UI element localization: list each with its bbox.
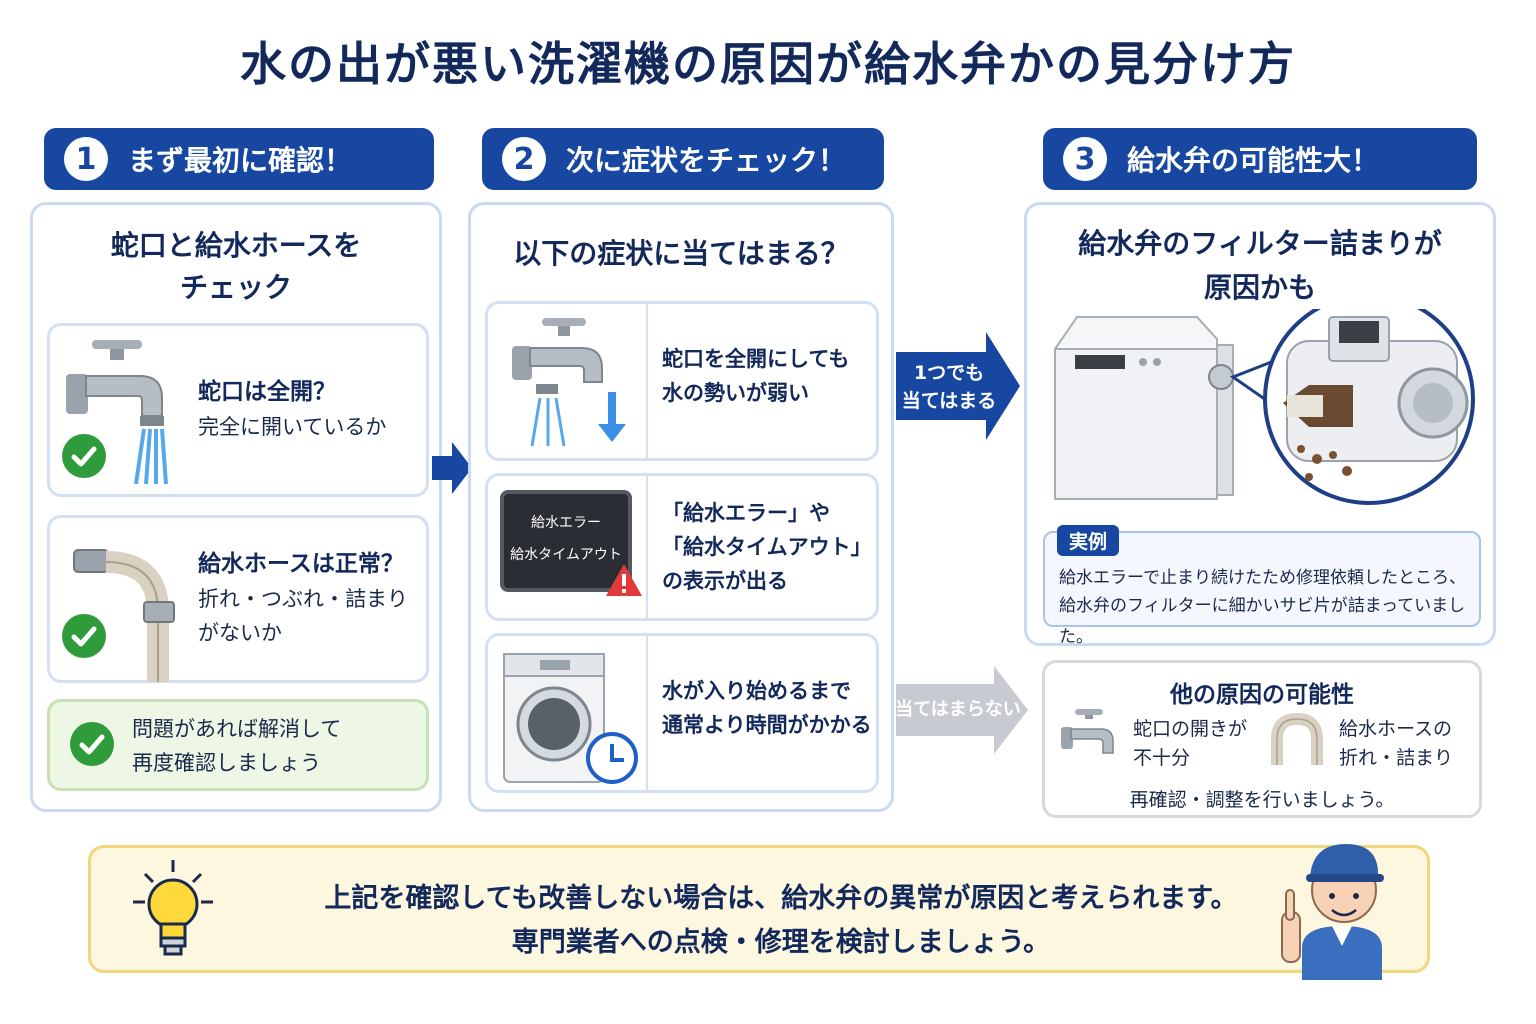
arrow-not-applies-icon xyxy=(896,666,1028,754)
check-icon xyxy=(62,614,106,658)
step-label-3: 給水弁の可能性大！ xyxy=(1127,144,1380,177)
symptom-weak-flow-line2: 水の勢いが弱い xyxy=(662,381,809,405)
faucet-icon xyxy=(1061,709,1114,754)
arrow-not-applies-label: 当てはまらない xyxy=(895,699,1021,720)
error-display-line2: 給水タイムアウト xyxy=(510,547,622,563)
symptom-weak-flow-card: 蛇口を全開にしても 水の勢いが弱い xyxy=(485,301,879,461)
bottom-advice-line2: 専門業者への点検・修理を検討しましょう。 xyxy=(511,927,1051,958)
error-display-line1: 給水エラー xyxy=(531,515,601,531)
example-box: 実例 給水エラーで止まり続けたため修理依頼したところ、 給水弁のフィルターに細か… xyxy=(1043,525,1481,647)
check-icon xyxy=(70,722,114,766)
other-cause-hose-line1: 給水ホースの xyxy=(1339,718,1453,740)
hose-icon xyxy=(73,549,175,682)
faucet-open-title: 蛇口は全開？ xyxy=(198,379,336,405)
warning-icon xyxy=(606,564,642,596)
example-line1: 給水エラーで止まり続けたため修理依頼したところ、 xyxy=(1059,568,1466,588)
other-causes-box: 他の原因の可能性 蛇口の開きが 不十分 給水ホースの 折れ・詰まり 再確認・調整… xyxy=(1042,660,1482,818)
arrow-applies-icon xyxy=(896,332,1020,440)
page-title: 水の出が悪い洗濯機の原因が給水弁かの見分け方 xyxy=(240,37,1296,91)
step-header-1: 1 まず最初に確認！ xyxy=(44,128,434,190)
arrow-applies-line1: 1つでも xyxy=(913,362,985,384)
symptom-error-line1: 「給水エラー」や xyxy=(662,501,830,525)
faucet-open-sub: 完全に開いているか xyxy=(198,415,387,439)
recheck-note-line1: 問題があれば解消して xyxy=(132,717,342,741)
arrow-right-icon xyxy=(432,442,472,494)
check-icon xyxy=(62,434,106,478)
hose-normal-sub-line1: 折れ・つぶれ・詰まり xyxy=(198,587,408,611)
step-label-2: 次に症状をチェック！ xyxy=(566,144,847,177)
symptom-slow-fill-line1: 水が入り始めるまで xyxy=(662,679,851,703)
symptom-weak-flow-line1: 蛇口を全開にしても xyxy=(662,347,850,371)
symptom-error-display-card: 給水エラー 給水タイムアウト 「給水エラー」や 「給水タイムアウト」 の表示が出… xyxy=(485,473,879,621)
washing-machine-clock-icon xyxy=(503,653,638,784)
column3-title-line2: 原因かも xyxy=(1203,271,1316,304)
column1-title-line2: チェック xyxy=(179,271,292,304)
other-causes-title: 他の原因の可能性 xyxy=(1170,682,1354,708)
other-causes-footer: 再確認・調整を行いましょう。 xyxy=(1129,789,1395,811)
washing-machine-valve-illustration xyxy=(1054,309,1475,505)
column3-title-line1: 給水弁のフィルター詰まりが xyxy=(1078,227,1442,260)
step-number-3: 3 xyxy=(1063,137,1107,181)
bottom-advice-box: 上記を確認しても改善しない場合は、給水弁の異常が原因と考えられます。 専門業者へ… xyxy=(88,845,1430,973)
symptom-error-line2: 「給水タイムアウト」 xyxy=(662,535,872,559)
step-label-1: まず最初に確認！ xyxy=(128,144,353,177)
column2-title: 以下の症状に当てはまる？ xyxy=(513,237,849,270)
arrow-applies-line2: 当てはまる xyxy=(901,390,997,412)
hose-normal-title: 給水ホースは正常？ xyxy=(198,551,404,577)
weak-faucet-icon xyxy=(512,318,626,447)
recheck-note: 問題があれば解消して 再度確認しましょう xyxy=(47,699,429,791)
other-cause-faucet-line2: 不十分 xyxy=(1133,747,1191,769)
example-tag: 実例 xyxy=(1057,525,1120,556)
step-header-2: 2 次に症状をチェック！ xyxy=(482,128,884,190)
step-header-3: 3 給水弁の可能性大！ xyxy=(1043,128,1477,190)
bottom-advice-line1: 上記を確認しても改善しない場合は、給水弁の異常が原因と考えられます。 xyxy=(324,883,1238,914)
recheck-note-line2: 再度確認しましょう xyxy=(132,751,321,775)
faucet-icon xyxy=(66,340,168,484)
symptom-error-line3: の表示が出る xyxy=(662,569,788,593)
column-symptom-check: 以下の症状に当てはまる？ 蛇口を全開にしても 水の勢いが弱い 給水エラー 給水タ… xyxy=(468,202,894,812)
column-valve-filter: 給水弁のフィルター詰まりが 原因かも 実例 給水エラーで止まり続けたため修理依頼… xyxy=(1024,202,1496,647)
hose-normal-sub-line2: がないか xyxy=(198,621,282,645)
symptom-slow-fill-line2: 通常より時間がかかる xyxy=(662,713,872,737)
error-display-screen: 給水エラー 給水タイムアウト xyxy=(500,490,632,592)
column1-title-line1: 蛇口と給水ホースを xyxy=(110,229,362,262)
faucet-open-card: 蛇口は全開？ 完全に開いているか xyxy=(47,323,429,497)
example-line2: 給水弁のフィルターに細かいサビ片が詰まっていました。 xyxy=(1059,596,1466,647)
symptom-slow-fill-card: 水が入り始めるまで 通常より時間がかかる xyxy=(485,633,879,793)
other-cause-faucet-line1: 蛇口の開きが xyxy=(1133,718,1248,740)
step-number-1: 1 xyxy=(64,137,108,181)
column-faucet-hose-check: 蛇口と給水ホースを チェック 蛇口は全開？ 完全に開いているか 給水ホースは正常… xyxy=(30,202,442,812)
step-number-2: 2 xyxy=(502,137,546,181)
other-cause-hose-line2: 折れ・詰まり xyxy=(1339,747,1454,769)
lightbulb-icon xyxy=(133,860,213,956)
hose-icon xyxy=(1271,712,1323,765)
technician-icon xyxy=(1281,844,1384,980)
hose-normal-card: 給水ホースは正常？ 折れ・つぶれ・詰まり がないか xyxy=(47,515,429,683)
